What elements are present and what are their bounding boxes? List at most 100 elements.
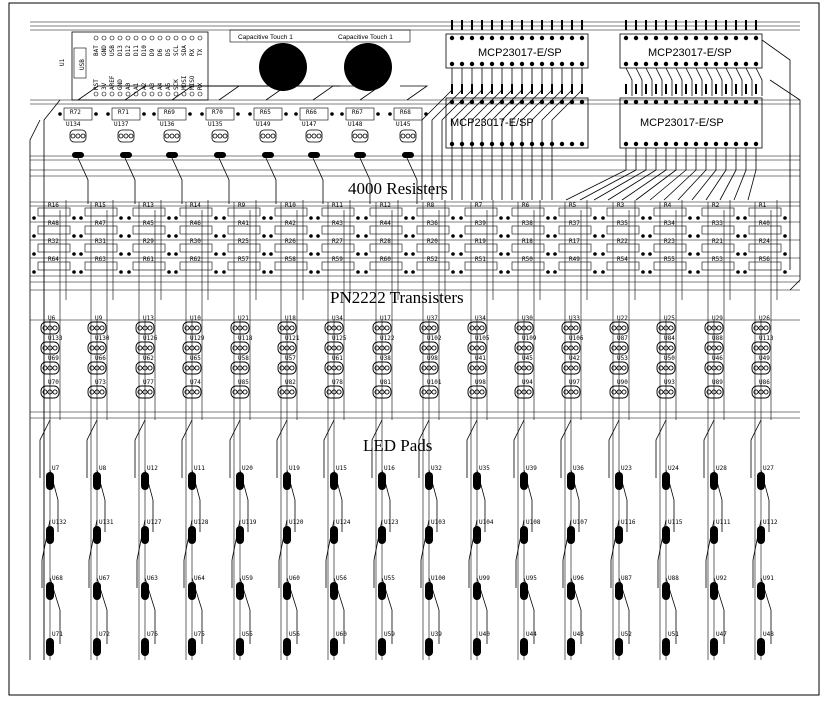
transistor-label: U125 [332, 335, 347, 342]
transistor-label: U46 [712, 355, 723, 362]
trace [418, 419, 430, 478]
transistor-label: U70 [48, 379, 59, 386]
led-pad-label: U64 [194, 575, 205, 582]
mcp-pin-pad [529, 35, 535, 41]
trace [359, 157, 371, 204]
led-pad-label: U56 [289, 631, 300, 638]
led-pad-label: U95 [526, 575, 537, 582]
resistor-label: R47 [95, 220, 106, 227]
transistor [467, 385, 487, 399]
touch-pad-1 [259, 43, 307, 91]
mcp-pin-label-mark [451, 20, 453, 30]
trace [655, 419, 667, 478]
top-transistor-label: U134 [66, 121, 81, 128]
led-pad [378, 582, 386, 600]
resistor-label: R14 [190, 202, 201, 209]
arduino-pin-pad [133, 35, 139, 41]
top-transistor [259, 129, 277, 143]
led-pad [283, 526, 291, 544]
trace [695, 67, 703, 96]
resistor [411, 243, 455, 256]
resistor-label: R4 [664, 202, 672, 209]
led-pad [93, 638, 101, 656]
transistor-label: U93 [664, 379, 675, 386]
mcp-pin-pad [549, 61, 555, 67]
led-pad [93, 526, 101, 544]
mcp-pin-pad [569, 141, 575, 147]
resistor-pad [248, 112, 252, 116]
mcp-pin-pad [459, 35, 465, 41]
resistor [79, 225, 123, 238]
resistor-pad [294, 112, 298, 116]
top-resistor-label: R69 [164, 109, 175, 116]
transistor [751, 321, 771, 335]
led-pad-label: U107 [573, 519, 588, 526]
arduino-pin-label: D13 [117, 45, 124, 56]
mcp-pin-pad [469, 61, 475, 67]
arduino-pin-pad [141, 91, 147, 97]
mcp-pin-label-mark [695, 20, 697, 30]
top-transistor-label: U149 [256, 121, 271, 128]
mcp-pin-pad [753, 99, 759, 105]
arduino-pin-pad [181, 35, 187, 41]
transistor [230, 361, 250, 375]
trace [608, 419, 620, 478]
transistor [467, 341, 487, 355]
trace [77, 157, 89, 204]
mcp-pin-label-mark [755, 84, 757, 94]
resistor-label: R52 [427, 256, 438, 263]
transistor-label: U89 [712, 379, 723, 386]
mcp-pin-label-mark [625, 20, 627, 30]
trace [715, 67, 723, 96]
resistor-label: R32 [48, 238, 59, 245]
mcp-pin-pad [623, 141, 629, 147]
led-pad [188, 582, 196, 600]
mcp-pin-pad [733, 61, 739, 67]
trace [635, 67, 643, 96]
top-transistor [351, 129, 369, 143]
led-pad [710, 582, 718, 600]
led-pad [425, 526, 433, 544]
trace [265, 157, 277, 204]
led-pad [236, 582, 244, 600]
transistor [751, 385, 771, 399]
mcp-pin-pad [693, 99, 699, 105]
led-pad-label: U127 [147, 519, 162, 526]
top-transistor-label: U145 [396, 121, 411, 128]
led-pad-label: U36 [573, 465, 584, 472]
mcp-pin-pad [509, 61, 515, 67]
resistor [506, 207, 550, 220]
resistor-label: R29 [143, 238, 154, 245]
mcp-pin-pad [569, 61, 575, 67]
resistor-label: R15 [95, 202, 106, 209]
top-resistor [63, 107, 93, 121]
mcp-pin-pad [579, 99, 585, 105]
trace [400, 85, 429, 101]
trace [769, 79, 801, 291]
transistor-label: U121 [285, 335, 300, 342]
resistor-label: R27 [332, 238, 343, 245]
trace [761, 39, 791, 270]
transistor [561, 341, 581, 355]
top-resistor-label: R67 [352, 109, 363, 116]
arduino-pin-pad [101, 91, 107, 97]
top-resistor-label: R68 [400, 109, 411, 116]
mcp-pin-pad [743, 61, 749, 67]
mcp-pin-pad [753, 35, 759, 41]
transistor [182, 341, 202, 355]
mcp-pin-pad [743, 35, 749, 41]
resistor-label: R63 [95, 256, 106, 263]
resistor-label: R36 [427, 220, 438, 227]
top-resistor [111, 107, 141, 121]
mcp-pin-label-mark [491, 20, 493, 30]
transistor-label: U42 [569, 355, 580, 362]
mcp-pin-label-mark [531, 20, 533, 30]
led-pad-label: U47 [716, 631, 727, 638]
transistor-label: U101 [427, 379, 442, 386]
top-resistor [205, 107, 235, 121]
mcp-pin-pad [519, 35, 525, 41]
transistor-label: U57 [285, 355, 296, 362]
trace [491, 68, 523, 200]
mcp-pin-label-mark [755, 20, 757, 30]
led-pad-label: U112 [763, 519, 778, 526]
